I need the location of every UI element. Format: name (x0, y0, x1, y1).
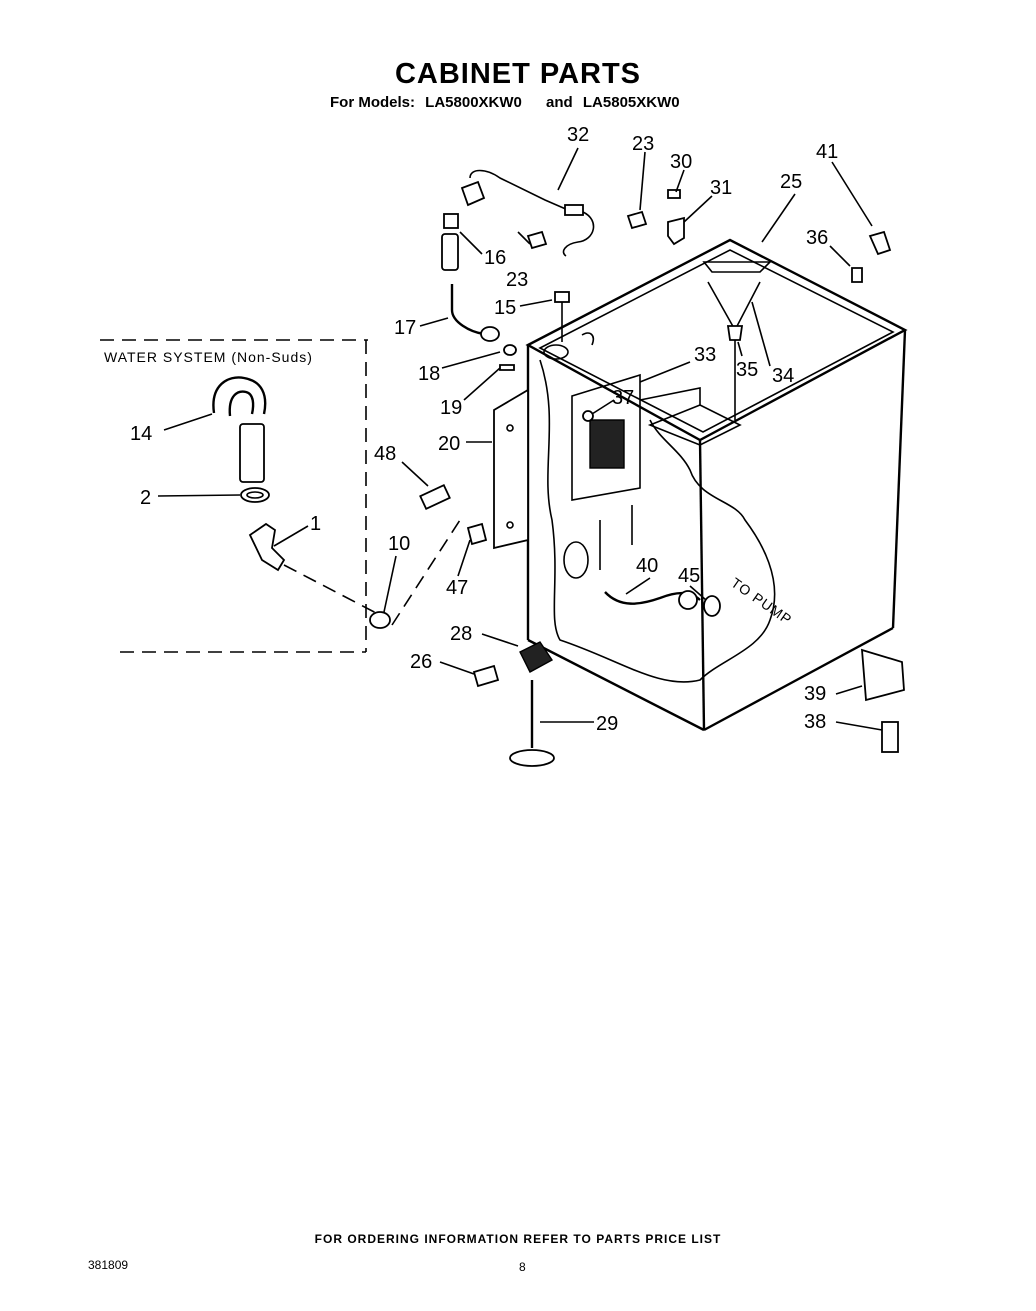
part-label-17: 17 (394, 317, 416, 339)
part-label-38: 38 (804, 711, 826, 733)
part-label-30: 30 (670, 151, 692, 173)
part-label-37: 37 (612, 387, 634, 409)
part-label-40: 40 (636, 555, 658, 577)
part-label-16: 16 (484, 247, 506, 269)
ordering-info-footer: FOR ORDERING INFORMATION REFER TO PARTS … (314, 1232, 722, 1246)
part-label-14: 14 (130, 423, 152, 445)
part-label-31: 31 (710, 177, 732, 199)
loose-parts (419, 169, 905, 767)
part-label-47: 47 (446, 577, 468, 599)
part-label-41: 41 (816, 141, 838, 163)
part-label-23a: 23 (632, 133, 654, 155)
part-label-10: 10 (388, 533, 410, 555)
page-title: CABINET PARTS (394, 58, 642, 90)
page-number: 8 (519, 1260, 526, 1274)
model-b: LA5805XKW0 (582, 94, 680, 111)
part-label-36: 36 (806, 227, 828, 249)
part-label-25: 25 (780, 171, 802, 193)
part-label-33: 33 (694, 344, 716, 366)
leader-lines (157, 147, 883, 731)
cabinet-body: TO PUMP (525, 238, 908, 732)
part-label-26: 26 (410, 651, 432, 673)
part-label-34: 34 (772, 365, 794, 387)
part-number-labels: 32 23 30 31 25 41 36 16 23 15 17 18 19 2… (130, 124, 838, 735)
part-label-39: 39 (804, 683, 826, 705)
part-label-35: 35 (736, 359, 758, 381)
model-subtitle: For Models: LA5800XKW0 and LA5805XKW0 (330, 94, 686, 111)
models-conjunction: and (546, 94, 573, 111)
part-label-45: 45 (678, 565, 700, 587)
part-label-23b: 23 (506, 269, 528, 291)
part-label-2: 2 (140, 487, 151, 509)
inset-label: WATER SYSTEM (Non-Suds) (104, 349, 313, 365)
to-pump-label: TO PUMP (728, 574, 795, 628)
part-label-15: 15 (494, 297, 516, 319)
part-label-28: 28 (450, 623, 472, 645)
model-a: LA5800XKW0 (425, 94, 522, 111)
part-label-32: 32 (567, 124, 589, 146)
document-number: 381809 (88, 1258, 129, 1272)
part-label-48: 48 (374, 443, 396, 465)
part-label-29: 29 (596, 713, 618, 735)
part-label-18: 18 (418, 363, 440, 385)
part-label-20: 20 (438, 433, 460, 455)
part-label-19: 19 (440, 397, 462, 419)
models-prefix: For Models: (330, 94, 415, 111)
part-label-1: 1 (310, 513, 321, 535)
water-system-inset: WATER SYSTEM (Non-Suds) (100, 339, 461, 653)
